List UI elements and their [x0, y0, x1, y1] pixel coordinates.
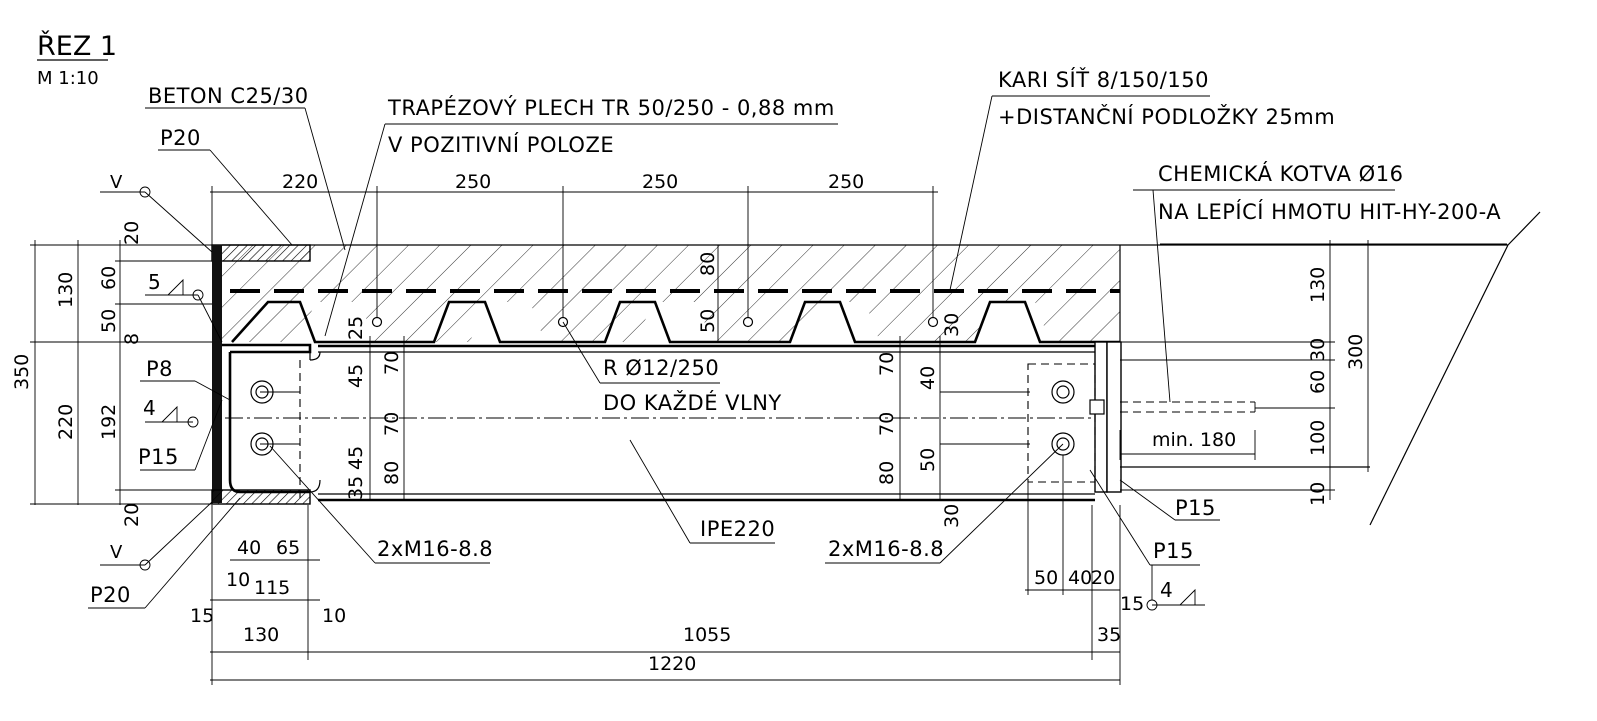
dim-left-a-3: 8 — [121, 333, 143, 345]
dim-bottom-left-1: 65 — [276, 537, 300, 559]
dim-inner-left-2: 45 — [345, 364, 367, 388]
dim-inner-right-2: 40 — [917, 366, 939, 390]
dim-inner-right-4: 50 — [917, 448, 939, 472]
dim-right-col-0: 130 — [1307, 267, 1329, 303]
label-bolts-left: 2xM16-8.8 — [377, 537, 493, 561]
dim-inner-right-3: 70 — [876, 412, 898, 436]
dim-left-lower: 220 — [55, 404, 77, 440]
label-anchor-line1: CHEMICKÁ KOTVA Ø16 — [1158, 161, 1403, 186]
labels: BETON C25/30 P20 TRAPÉZOVÝ PLECH TR 50/2… — [90, 67, 1501, 607]
dim-inner-right-1: 70 — [876, 352, 898, 376]
weld-bottom-symbol: V — [110, 542, 123, 563]
dim-right-col-1: 30 — [1307, 338, 1329, 362]
label-p15-right-b: P15 — [1153, 539, 1194, 563]
dim-total: 1220 — [648, 653, 696, 675]
dim-inner-left-3: 70 — [381, 412, 403, 436]
dim-left-outer: 350 — [11, 354, 33, 390]
dim-inner-left-6: 35 — [345, 476, 367, 500]
dim-bottom-main-1: 1055 — [683, 624, 731, 646]
dim-bottom-right-3: 15 — [1120, 593, 1144, 615]
label-mesh-line2: +DISTANČNÍ PODLOŽKY 25mm — [998, 104, 1335, 129]
weld-top-symbol: V — [110, 172, 123, 193]
leaders — [88, 95, 1507, 609]
dim-right-col-3: 100 — [1307, 420, 1329, 456]
label-p15-right-a: P15 — [1175, 496, 1216, 520]
plate-vertical — [212, 245, 222, 503]
label-concrete: BETON C25/30 — [148, 84, 309, 108]
dim-left-upper: 130 — [55, 272, 77, 308]
label-bolts-right: 2xM16-8.8 — [828, 537, 944, 561]
dim-bottom-left-4: 15 — [190, 605, 214, 627]
dim-right-col-4: 10 — [1307, 482, 1329, 506]
weld-4-right-size: 4 — [1160, 578, 1173, 602]
label-mesh-line1: KARI SÍŤ 8/150/150 — [998, 67, 1209, 92]
dim-inner-right-6: 30 — [941, 504, 963, 528]
dim-left-a-0: 20 — [121, 221, 143, 245]
left-edge-assembly — [211, 244, 321, 505]
dim-left-a-1: 60 — [98, 266, 120, 290]
weld-symbols: V 5 4 V 4 — [100, 172, 1205, 611]
label-min-anchor: min. 180 — [1152, 429, 1236, 451]
weld-4-left-size: 4 — [143, 396, 156, 420]
dim-top-1: 250 — [455, 171, 491, 193]
plate-p20-bottom — [211, 489, 311, 505]
dim-bottom-right-1: 40 — [1068, 567, 1092, 589]
ipe220-beam — [225, 341, 1256, 502]
title-block: ŘEZ 1 M 1:10 — [37, 30, 117, 89]
dim-inner-left-0: 25 — [345, 316, 367, 340]
label-anchor-line2: NA LEPÍCÍ HMOTU HIT-HY-200-A — [1158, 199, 1501, 224]
dim-left-a-2: 50 — [98, 309, 120, 333]
dim-inner-left-5: 80 — [381, 461, 403, 485]
label-ipe: IPE220 — [700, 517, 775, 541]
dim-bottom-left-2: 10 — [226, 569, 250, 591]
plate-p20-top — [211, 244, 311, 262]
dim-inner-left-1: 70 — [381, 351, 403, 375]
label-rebar-line2: DO KAŽDÉ VLNY — [603, 390, 782, 415]
dim-inner-mid-0: 80 — [697, 252, 719, 276]
dim-bottom-left-0: 40 — [237, 537, 261, 559]
label-p8: P8 — [146, 357, 173, 381]
dim-right-col-2: 60 — [1307, 370, 1329, 394]
dim-bottom-right-2: 20 — [1091, 567, 1115, 589]
dim-left-b: 192 — [98, 404, 120, 440]
dim-left-c: 20 — [121, 503, 143, 527]
scale-label: M 1:10 — [37, 68, 99, 89]
dim-inner-mid-1: 50 — [697, 309, 719, 333]
dim-bottom-left-3: 115 — [254, 577, 290, 599]
section-title: ŘEZ 1 — [37, 30, 117, 62]
existing-wall — [1120, 211, 1541, 526]
dim-inner-left-4: 45 — [345, 446, 367, 470]
label-deck-line1: TRAPÉZOVÝ PLECH TR 50/250 - 0,88 mm — [387, 95, 835, 120]
dim-top-2: 250 — [642, 171, 678, 193]
dimension-lines — [30, 186, 1369, 685]
dimension-texts: 220 250 250 250 350 130 220 20 60 50 8 1… — [11, 171, 1367, 675]
dim-bottom-main-0: 130 — [243, 624, 279, 646]
label-p20-bottom: P20 — [90, 583, 131, 607]
label-deck-line2: V POZITIVNÍ POLOZE — [388, 132, 614, 157]
dim-bottom-right-0: 50 — [1034, 567, 1058, 589]
dim-inner-right-5: 80 — [876, 461, 898, 485]
dim-bottom-main-2: 35 — [1097, 624, 1121, 646]
dim-right-outer: 300 — [1345, 334, 1367, 370]
dim-top-0: 220 — [282, 171, 318, 193]
trapezoidal-deck — [231, 300, 1120, 344]
dim-inner-right-0: 30 — [941, 313, 963, 337]
weld-5-size: 5 — [148, 270, 161, 294]
label-p20-top: P20 — [160, 126, 201, 150]
label-rebar-line1: R Ø12/250 — [603, 356, 719, 380]
label-p15-left: P15 — [138, 445, 179, 469]
dim-bottom-left-5: 10 — [322, 605, 346, 627]
concrete-slab — [222, 244, 1121, 344]
dim-top-3: 250 — [828, 171, 864, 193]
